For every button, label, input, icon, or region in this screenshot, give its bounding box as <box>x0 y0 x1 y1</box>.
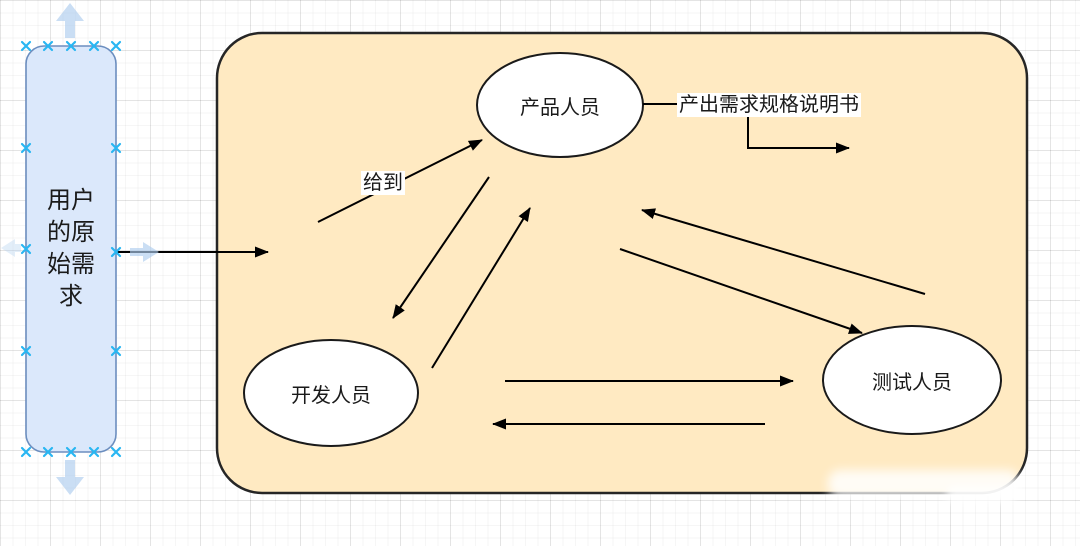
nav-arrow-down-icon[interactable] <box>56 460 84 495</box>
connection-point[interactable] <box>20 446 32 458</box>
nav-arrow-left-icon[interactable] <box>1 239 21 257</box>
connection-point[interactable] <box>110 40 122 52</box>
connection-point[interactable] <box>110 446 122 458</box>
watermark-smudge <box>946 486 1016 502</box>
connection-point[interactable] <box>20 40 32 52</box>
edge-test-to-product[interactable] <box>641 208 926 295</box>
test-ellipse[interactable] <box>822 325 1002 435</box>
edge-spec-output[interactable] <box>747 117 850 154</box>
nav-arrow-up-icon[interactable] <box>56 3 84 38</box>
edge-product-to-dev[interactable] <box>392 176 490 319</box>
edge-dev-to-product[interactable] <box>431 207 531 369</box>
nav-arrow-right-icon[interactable] <box>130 242 159 262</box>
edge-product-to-test[interactable] <box>619 248 863 334</box>
product-ellipse[interactable] <box>476 52 644 158</box>
user-requirement-shape[interactable] <box>25 45 117 453</box>
dev-ellipse[interactable] <box>243 339 419 447</box>
